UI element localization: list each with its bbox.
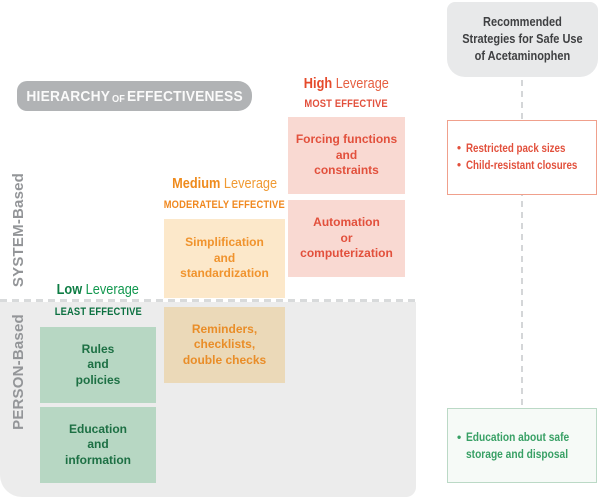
recommendation-education-safe-storage: Education about safe storage and disposa… (466, 430, 570, 461)
high-leverage-subtitle: MOST EFFECTIVE (304, 98, 389, 110)
reminders-checklists-box: Reminders, checklists, double checks (164, 307, 285, 383)
bullet-icon: • (457, 430, 462, 445)
low-leverage-subtitle: LEAST EFFECTIVE (54, 306, 142, 318)
recommendation-item: • Restricted pack sizes (457, 141, 592, 158)
high-leverage-title: High Leverage (288, 76, 405, 92)
low-title-bold: Low (56, 282, 83, 298)
recommendation-restricted-pack-sizes: Restricted pack sizes (466, 142, 566, 155)
simplification-standardization-box: Simplification and standardization (164, 219, 285, 298)
recommendation-item: • Child-resistant closures (457, 158, 592, 175)
banner-word-hierarchy: HIERARCHY (26, 87, 110, 105)
system-based-label: SYSTEM-Based (10, 172, 27, 288)
education-and-information-box: Education and information (40, 407, 156, 483)
low-leverage-recommendations-box: • Education about safe storage and dispo… (447, 408, 597, 483)
recommendation-child-resistant-closures: Child-resistant closures (466, 159, 578, 172)
medium-title-bold: Medium (172, 176, 221, 192)
high-title-bold: High (303, 76, 333, 92)
medium-leverage-subtitle: MODERATELY EFFECTIVE (163, 199, 286, 211)
recommendation-dashed-connector (521, 80, 523, 407)
high-leverage-recommendations-box: • Restricted pack sizes • Child-resistan… (447, 120, 597, 195)
medium-leverage-title: Medium Leverage (164, 176, 285, 192)
forcing-functions-constraints-box: Forcing functions and constraints (288, 117, 405, 194)
rules-and-policies-box: Rules and policies (40, 327, 156, 403)
recommended-strategies-header: Recommended Strategies for Safe Use of A… (447, 2, 598, 77)
banner-word-of: OF (111, 93, 125, 105)
recommendation-item: • Education about safe storage and dispo… (457, 429, 592, 461)
high-title-rest: Leverage (332, 76, 390, 92)
system-person-dashed-divider (0, 299, 416, 302)
medium-title-rest: Leverage (220, 176, 277, 192)
bullet-icon: • (457, 159, 462, 172)
low-title-rest: Leverage (82, 282, 140, 298)
low-leverage-title: Low Leverage (40, 282, 156, 298)
person-based-label: PERSON-Based (10, 314, 27, 430)
banner-word-effectiveness: EFFECTIVENESS (126, 87, 243, 105)
automation-computerization-box: Automation or computerization (288, 200, 405, 277)
bullet-icon: • (457, 142, 462, 155)
